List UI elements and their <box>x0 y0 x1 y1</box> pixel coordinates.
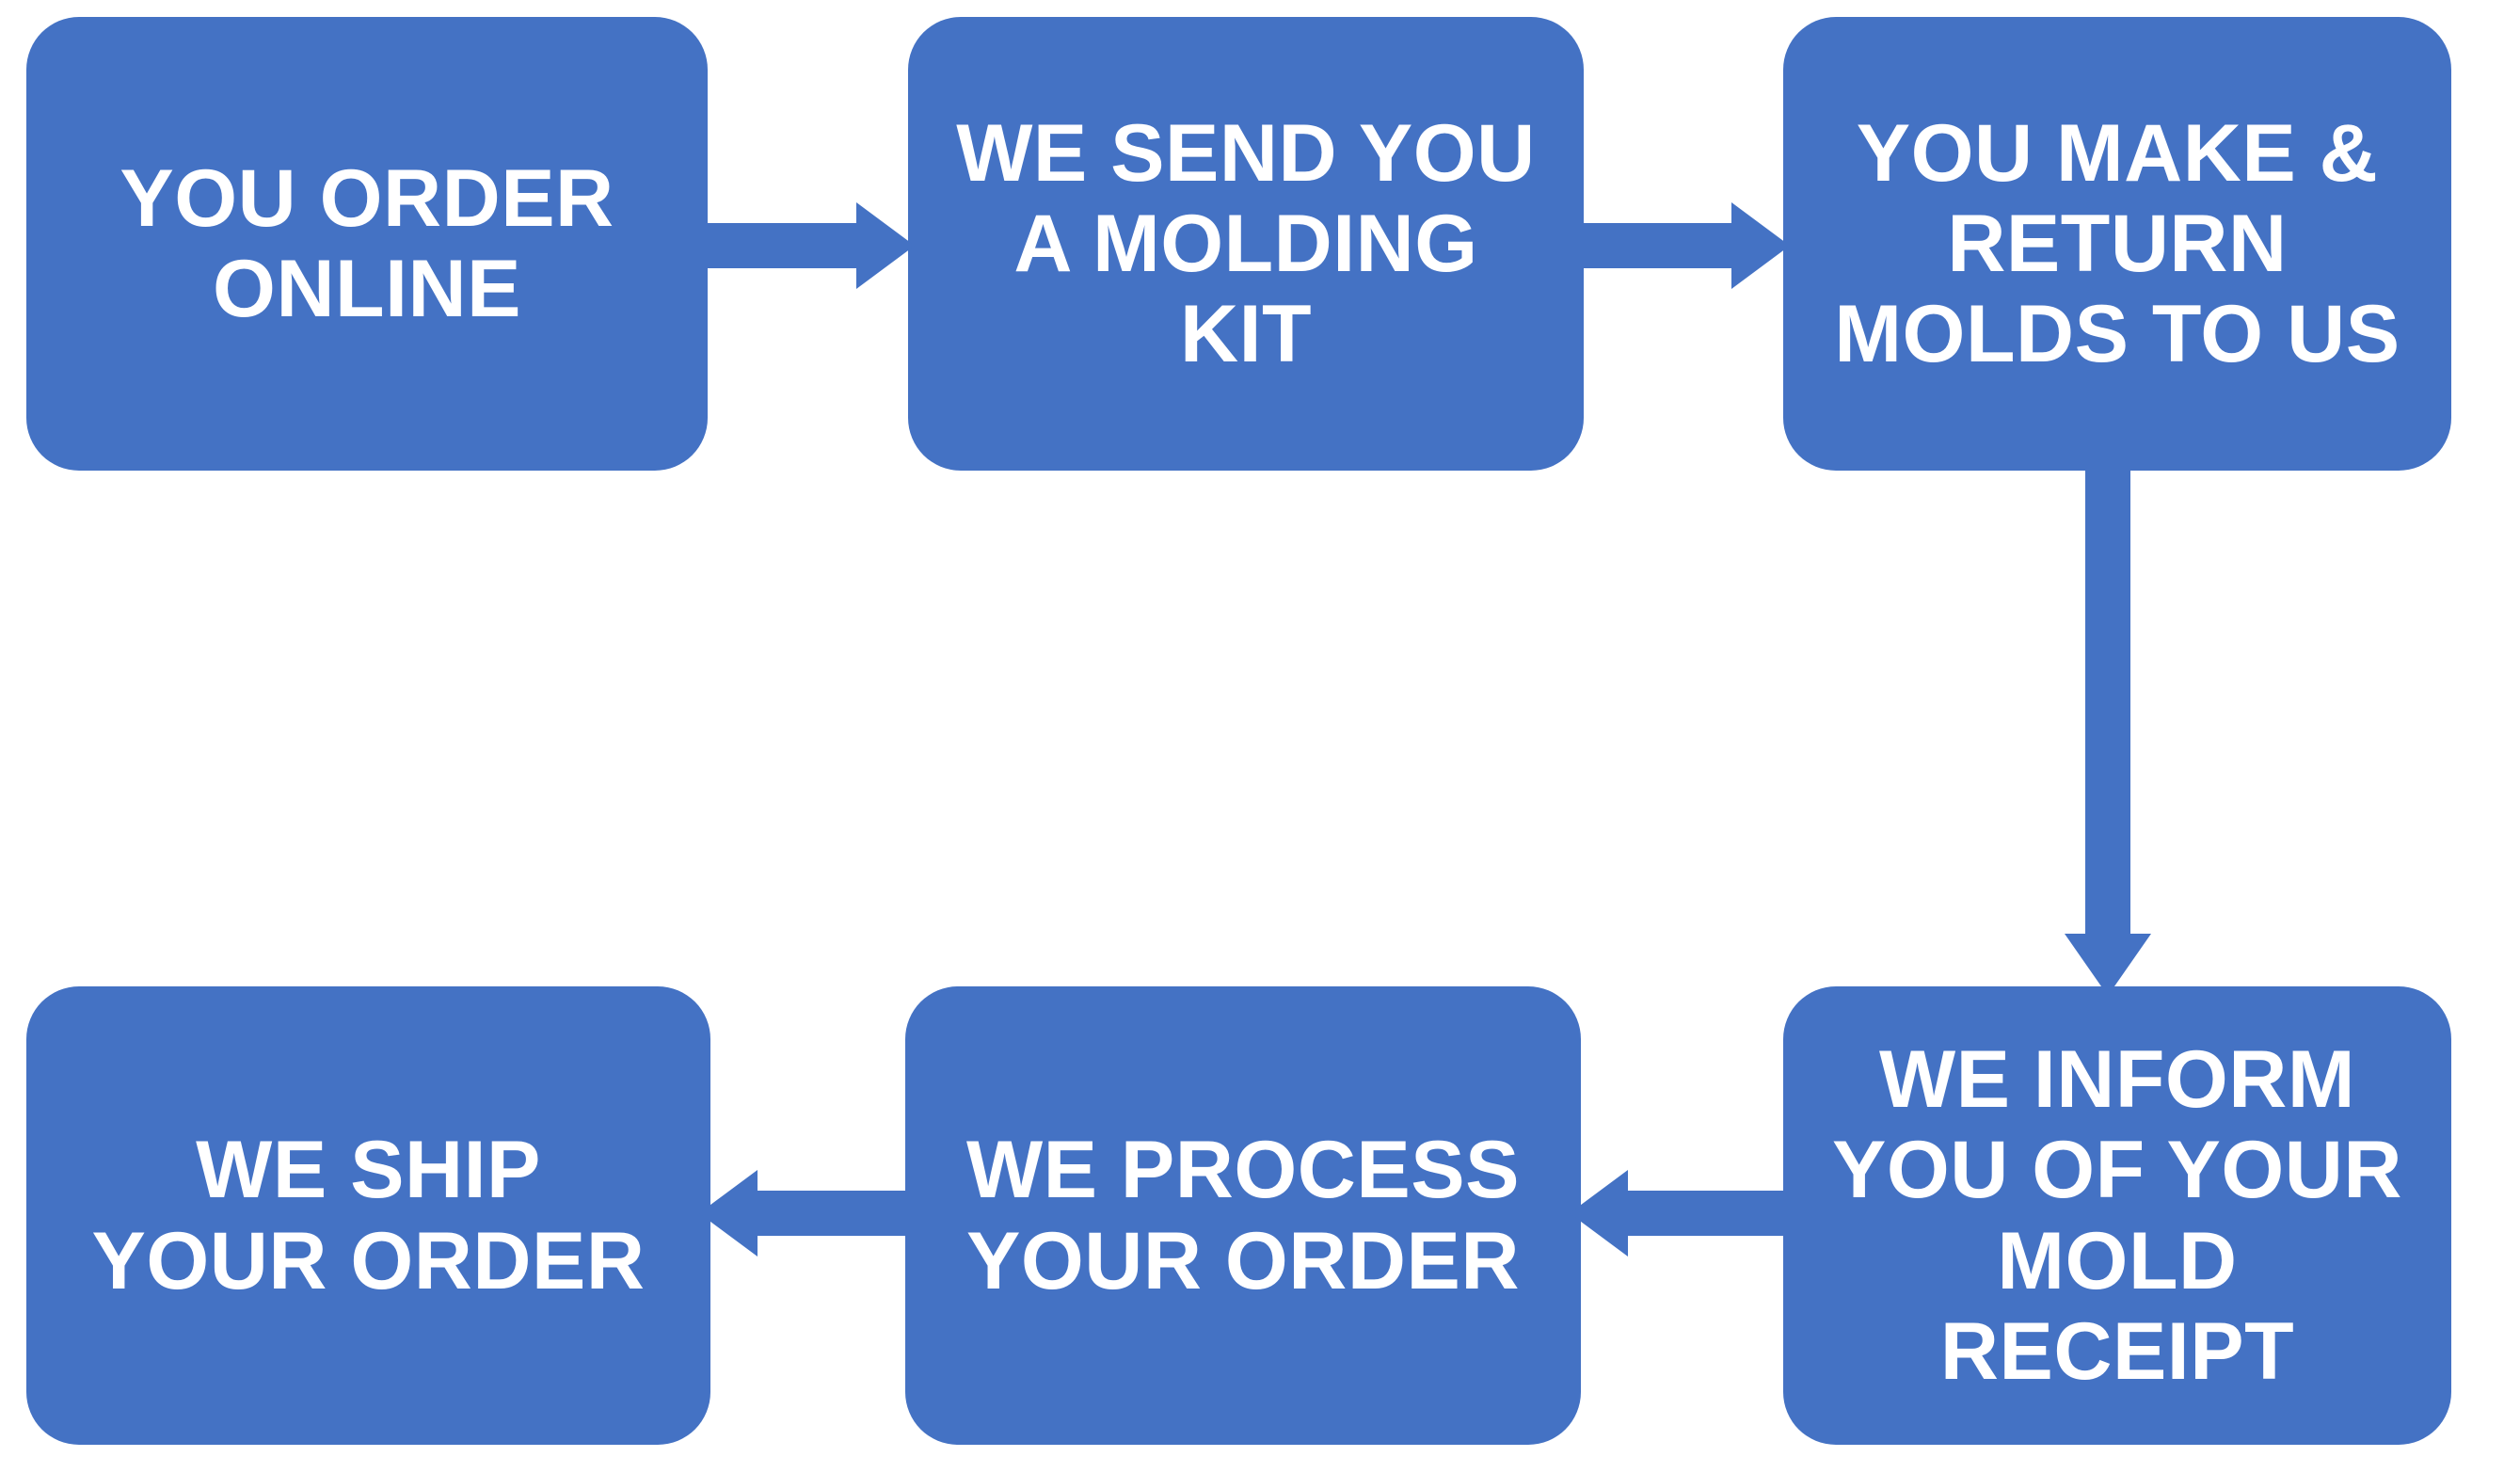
arrow-down-molds-to-inform <box>2065 463 2151 996</box>
arrow-left-process-to-ship <box>699 1170 917 1257</box>
node-label: YOU MAKE & RETURN MOLDS TO US <box>1834 107 2400 380</box>
node-we-process-your-order[interactable]: WE PROCESS YOUR ORDER <box>905 986 1581 1445</box>
arrow-right-icon <box>1571 202 1790 289</box>
node-you-order-online[interactable]: YOU ORDER ONLINE <box>26 17 708 471</box>
arrow-left-icon <box>1570 1170 1788 1257</box>
node-label: WE SEND YOU A MOLDING KIT <box>956 107 1536 380</box>
arrow-right-order-to-kit <box>696 202 915 289</box>
node-label: WE SHIP YOUR ORDER <box>91 1125 646 1306</box>
node-we-ship-your-order[interactable]: WE SHIP YOUR ORDER <box>26 986 710 1445</box>
node-you-make-return-molds[interactable]: YOU MAKE & RETURN MOLDS TO US <box>1783 17 2451 471</box>
node-we-inform-mold-receipt[interactable]: WE INFORM YOU OF YOUR MOLD RECEIPT <box>1783 986 2451 1445</box>
arrow-left-inform-to-process <box>1570 1170 1788 1257</box>
node-label: YOU ORDER ONLINE <box>120 152 614 334</box>
node-we-send-molding-kit[interactable]: WE SEND YOU A MOLDING KIT <box>908 17 1584 471</box>
arrow-right-kit-to-molds <box>1571 202 1790 289</box>
arrow-down-icon <box>2065 463 2151 996</box>
node-label: WE INFORM YOU OF YOUR MOLD RECEIPT <box>1832 1033 2402 1397</box>
arrow-left-icon <box>699 1170 917 1257</box>
node-label: WE PROCESS YOUR ORDER <box>966 1125 1520 1306</box>
arrow-right-icon <box>696 202 915 289</box>
